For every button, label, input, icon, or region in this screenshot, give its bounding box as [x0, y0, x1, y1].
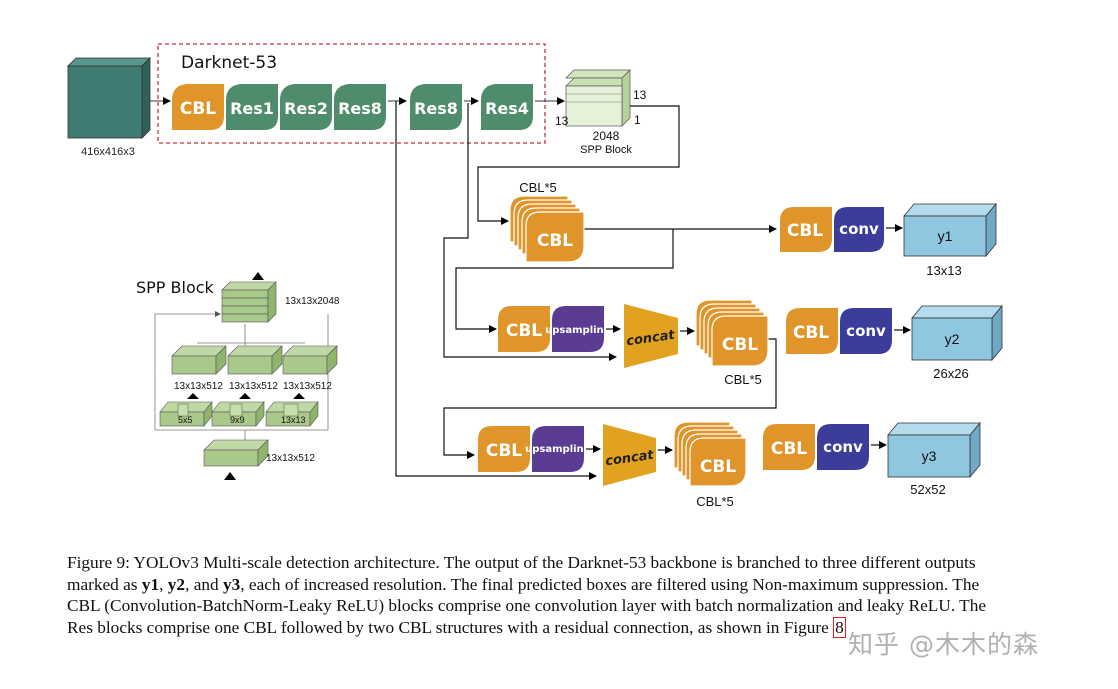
edge-stack1-stage2 [455, 229, 674, 333]
stage2-upsampling-label: upsampling [545, 325, 611, 336]
spp-dim-right: 1 [634, 113, 641, 127]
stage3-cbl2-block: CBL [763, 424, 815, 470]
spp-edge-left [154, 311, 221, 430]
stage1-stack-label: CBL [537, 231, 573, 251]
input-cube [67, 57, 151, 139]
stage2-cbl2-block: CBL [786, 308, 838, 354]
stage2-cbl-stack: CBL [695, 299, 769, 367]
spp-dim-top: 13 [633, 88, 647, 102]
caption-y3: y3 [222, 574, 241, 594]
stage1-cbl-block: CBL [780, 207, 832, 252]
caption-y1: y1 [141, 574, 160, 594]
spp-detail-mid-c [282, 345, 338, 375]
res8a-block: Res8 [334, 84, 386, 130]
spp-detail-title: SPP Block [136, 278, 215, 297]
spp-detail-pool-b [211, 393, 265, 427]
caption-sep-2: , and [185, 574, 223, 594]
caption-part-1: Figure 9: YOLOv3 Multi-scale detection a… [67, 553, 976, 594]
stage3-cbl-stack: CBL [673, 421, 747, 487]
darknet-title: Darknet-53 [181, 53, 277, 73]
stage3-output-label: y3 [922, 448, 937, 464]
spp-cube [565, 69, 631, 127]
res8b-label: Res8 [414, 99, 458, 118]
stage2-stack-label: CBL [722, 335, 758, 355]
spp-detail-bottom-layer-label: 13x13x512 [266, 453, 315, 464]
stage2-conv-label: conv [846, 322, 886, 340]
spp-detail-pool-c-label: 13x13 [281, 415, 306, 425]
stage3-stack-label: CBL [700, 457, 736, 477]
stage1-conv-label: conv [839, 220, 879, 238]
stage3-stack-bottom-label: CBL*5 [696, 494, 734, 509]
stage3-upsampling-label: upsampling [525, 444, 591, 455]
stage3-cbl2-label: CBL [771, 439, 807, 459]
spp-detail-mid-b [227, 345, 283, 375]
spp-detail-pool-a-label: 5x5 [178, 415, 193, 425]
architecture-diagram: 416x416x3 Darknet-53 CBL Res1 Res2 Res8 … [67, 43, 1003, 509]
spp-detail-pool-b-label: 9x9 [230, 415, 245, 425]
stage3-cbl-label: CBL [486, 441, 522, 461]
figure-reference-link[interactable]: 8 [833, 616, 846, 638]
input-size-label: 416x416x3 [81, 146, 135, 158]
res2-label: Res2 [284, 99, 328, 118]
caption-sep-1: , [159, 574, 168, 594]
stage2-conv-block: conv [840, 308, 892, 354]
spp-detail-pool-c [265, 393, 319, 427]
stage2-cbl-label: CBL [506, 321, 542, 341]
stage1-output-box: y1 [903, 202, 997, 258]
res2-block: Res2 [280, 84, 332, 130]
watermark: 知乎 @木木的森 [848, 630, 1039, 659]
spp-detail-top-layer-label: 13x13x2048 [285, 296, 340, 307]
res8b-block: Res8 [410, 84, 462, 130]
stage3-conv-block: conv [817, 424, 869, 470]
stage1-output-size: 13x13 [926, 263, 961, 278]
spp-detail-mid-c-label: 13x13x512 [283, 381, 332, 392]
stage1-output-label: y1 [938, 228, 953, 244]
stage3-output-size: 52x52 [910, 482, 945, 497]
stage2-concat-label: concat [625, 328, 676, 350]
stage2-upsampling-block: upsampling [545, 306, 611, 352]
spp-detail-pool-a [159, 393, 213, 427]
stage2-stack-bottom-label: CBL*5 [724, 372, 762, 387]
spp-detail-top-layer [221, 272, 277, 323]
stage1-cbl-stack: CBL [509, 195, 585, 263]
backbone-cbl-block: CBL [172, 84, 224, 130]
edge-spp-stage1 [477, 105, 680, 225]
stage1-conv-block: conv [834, 207, 884, 252]
edge-res8a-stage3 [395, 101, 597, 480]
stage3-concat-label: concat [604, 448, 655, 470]
spp-detail-mid-a-label: 13x13x512 [174, 381, 223, 392]
stage2-cbl-block: CBL [498, 306, 550, 352]
res4-label: Res4 [485, 99, 529, 118]
stage1-stack-top-label: CBL*5 [519, 180, 557, 195]
edge-stack2-stage3 [443, 338, 777, 459]
stage3-concat-block: concat [603, 424, 656, 486]
stage2-cbl2-label: CBL [793, 323, 829, 343]
figure-caption: Figure 9: YOLOv3 Multi-scale detection a… [67, 552, 1007, 638]
spp-detail-mid-a [171, 345, 227, 375]
spp-detail-bottom-layer [203, 439, 269, 480]
spp-detail-mid-b-label: 13x13x512 [229, 381, 278, 392]
spp-channels: 2048 [593, 129, 620, 143]
stage3-conv-label: conv [823, 438, 863, 456]
res4-block: Res4 [481, 84, 533, 130]
caption-part-2: , each of increased resolution. The fina… [67, 574, 987, 637]
spp-dim-left: 13 [555, 114, 569, 128]
spp-name: SPP Block [580, 144, 632, 156]
stage3-output-box: y3 [887, 421, 981, 479]
stage3-cbl-block: CBL [478, 426, 530, 472]
stage3-upsampling-block: upsampling [525, 426, 591, 472]
res8a-label: Res8 [338, 99, 382, 118]
res1-label: Res1 [230, 99, 274, 118]
stage2-output-box: y2 [911, 304, 1003, 362]
stage2-output-size: 26x26 [933, 366, 968, 381]
caption-y2: y2 [167, 574, 186, 594]
edge-res8b-stage2 [443, 103, 617, 361]
darknet-box [157, 43, 546, 144]
stage1-cbl-label: CBL [787, 221, 823, 241]
stage2-concat-block: concat [624, 304, 678, 368]
backbone-cbl-label: CBL [180, 99, 216, 119]
res1-block: Res1 [226, 84, 278, 130]
stage2-output-label: y2 [945, 331, 960, 347]
